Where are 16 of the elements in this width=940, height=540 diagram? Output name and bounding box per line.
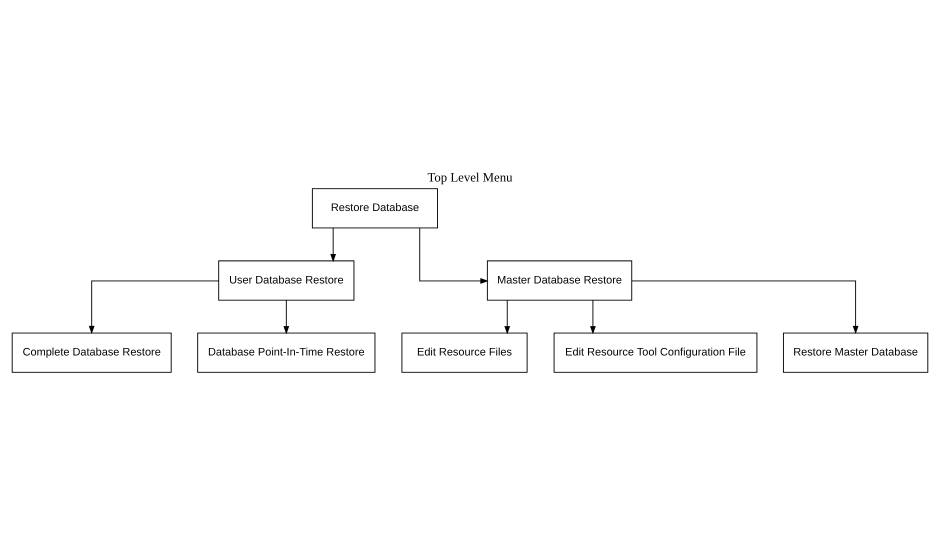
arrow [504, 300, 510, 334]
arrow [419, 228, 489, 284]
node-box: Complete Database Restore [12, 332, 172, 373]
diagram-title: Top Level Menu [428, 170, 512, 185]
arrow [330, 228, 336, 262]
node-box: Database Point-In-Time Restore [197, 332, 376, 373]
node-box: User Database Restore [218, 260, 354, 301]
node-box: Restore Database [312, 188, 438, 228]
arrow [632, 280, 858, 334]
node-box: Edit Resource Tool Configuration File [554, 332, 758, 373]
node-box: Restore Master Database [782, 332, 928, 373]
arrow [88, 280, 219, 334]
node-box: Edit Resource Files [401, 332, 528, 373]
node-box: Master Database Restore [486, 260, 632, 301]
arrow [283, 300, 290, 334]
arrow [590, 300, 596, 334]
